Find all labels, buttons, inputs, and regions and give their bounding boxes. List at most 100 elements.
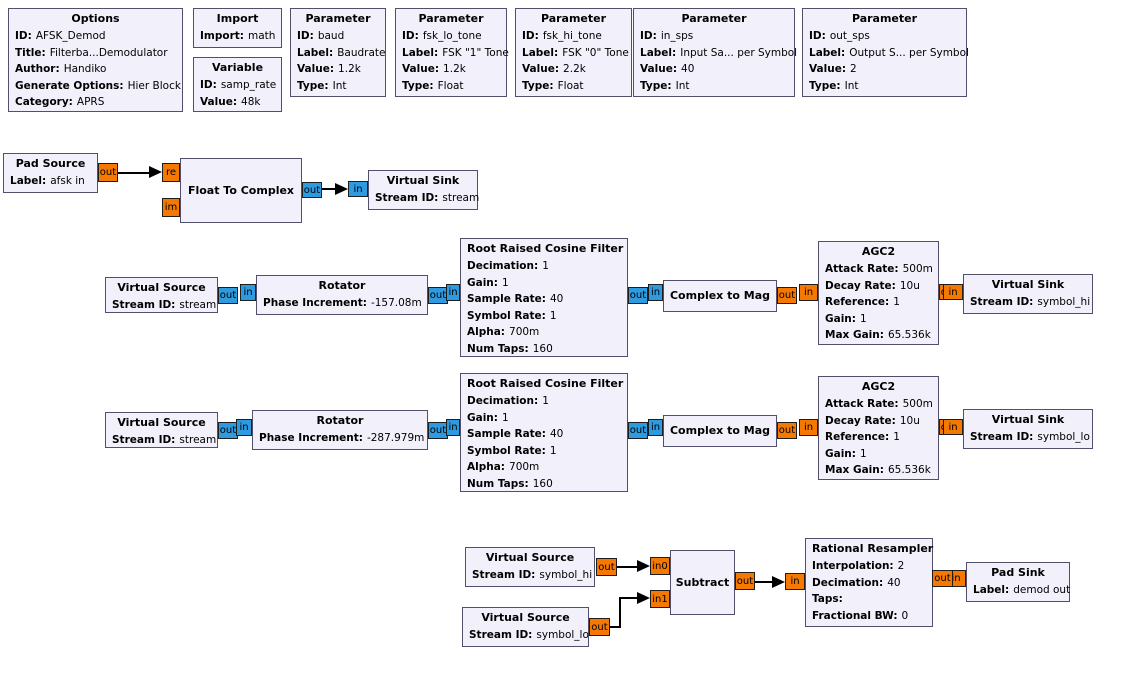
block-title: Virtual Sink	[386, 174, 460, 187]
block-complex-to-mag-1[interactable]: Complex to Mag	[663, 280, 777, 312]
connection-wire[interactable]	[118, 172, 150, 174]
port-out[interactable]: out	[628, 422, 648, 439]
port-in[interactable]: in	[348, 181, 368, 197]
param-value: 65.536k	[887, 329, 931, 341]
port-out[interactable]: out	[218, 287, 238, 304]
block-float-to-complex[interactable]: Float To Complex	[180, 158, 302, 223]
block-parameter-fsk-lo-tone[interactable]: Parameter ID:fsk_lo_tone Label:FSK "1" T…	[395, 8, 509, 97]
param-value: 1	[859, 312, 867, 325]
port-in[interactable]: in	[943, 419, 963, 435]
block-virtual-sink-symbol-hi[interactable]: Virtual Sink Stream ID:symbol_hi	[963, 274, 1093, 314]
block-pad-source[interactable]: Pad Source Label:afsk in	[3, 153, 98, 193]
param-value: 0	[901, 609, 909, 622]
port-im[interactable]: im	[162, 198, 180, 217]
param-label: Import:	[200, 30, 244, 42]
block-agc2-1[interactable]: AGC2 Attack Rate:500m Decay Rate:10u Ref…	[818, 241, 939, 345]
connection-wire[interactable]	[619, 597, 638, 599]
connection-wire[interactable]	[322, 188, 336, 190]
block-parameter-baud[interactable]: Parameter ID:baud Label:Baudrate Value:1…	[290, 8, 386, 97]
block-title: Parameter	[851, 12, 918, 25]
port-out[interactable]: out	[596, 558, 617, 576]
param-line: Import:math	[194, 28, 281, 45]
param-value: symbol_lo	[1037, 431, 1090, 443]
port-out[interactable]: out	[932, 570, 953, 587]
param-value: 1	[549, 309, 557, 322]
port-in0[interactable]: in0	[650, 557, 670, 575]
param-label: Decimation:	[812, 576, 884, 589]
port-in[interactable]: in	[799, 419, 818, 436]
param-line: Generate Options:Hier Block	[9, 78, 182, 95]
param-line: Value:1.2k	[396, 61, 506, 78]
port-in[interactable]: in	[236, 419, 252, 436]
block-complex-to-mag-2[interactable]: Complex to Mag	[663, 415, 777, 447]
block-rational-resampler[interactable]: Rational Resampler Interpolation:2 Decim…	[805, 538, 933, 627]
port-out[interactable]: out	[428, 422, 448, 439]
port-in[interactable]: in	[648, 419, 663, 436]
block-import[interactable]: Import Import:math	[193, 8, 282, 48]
param-label: Alpha:	[467, 326, 506, 338]
param-value: 2	[897, 560, 905, 572]
port-in[interactable]: in	[648, 284, 663, 301]
connection-wire[interactable]	[755, 581, 774, 583]
port-in[interactable]: in	[240, 284, 256, 301]
block-subtract[interactable]: Subtract	[670, 550, 735, 615]
port-in[interactable]: in	[446, 284, 460, 301]
block-virtual-sink-symbol-lo[interactable]: Virtual Sink Stream ID:symbol_lo	[963, 409, 1093, 449]
param-label: Stream ID:	[112, 299, 176, 311]
param-value: 40	[681, 63, 695, 75]
connection-wire[interactable]	[619, 598, 621, 628]
param-value: -287.979m	[366, 432, 425, 444]
param-line: Attack Rate:500m	[819, 396, 938, 413]
block-rotator-2[interactable]: Rotator Phase Increment:-287.979m	[252, 410, 428, 450]
param-label: Taps:	[812, 593, 843, 605]
block-pad-sink[interactable]: Pad Sink Label:demod out	[966, 562, 1070, 602]
block-virtual-source-symbol-lo[interactable]: Virtual Source Stream ID:symbol_lo	[462, 607, 589, 647]
connection-wire[interactable]	[610, 626, 621, 628]
param-label: Decimation:	[467, 395, 539, 407]
param-label: Gain:	[467, 276, 498, 289]
port-out[interactable]: out	[735, 572, 755, 590]
param-line: Gain:1	[461, 410, 627, 427]
connection-wire[interactable]	[617, 566, 638, 568]
block-rrc-filter-1[interactable]: Root Raised Cosine Filter Decimation:1 G…	[460, 238, 628, 357]
port-in[interactable]: in	[785, 573, 805, 590]
port-out[interactable]: out	[589, 618, 610, 636]
block-virtual-source-symbol-hi[interactable]: Virtual Source Stream ID:symbol_hi	[465, 547, 595, 587]
port-out[interactable]: out	[628, 287, 648, 304]
block-options[interactable]: Options ID:AFSK_Demod Title:Filterba...D…	[8, 8, 183, 112]
param-label: Num Taps:	[467, 477, 529, 490]
block-virtual-sink-stream[interactable]: Virtual Sink Stream ID:stream	[368, 170, 479, 210]
param-value: symbol_hi	[539, 569, 593, 581]
block-variable[interactable]: Variable ID:samp_rate Value:48k	[193, 57, 282, 112]
param-value: 2.2k	[563, 63, 586, 75]
param-value: 1	[542, 395, 549, 407]
port-in1[interactable]: in1	[650, 590, 670, 608]
param-line: Alpha:700m	[461, 459, 627, 476]
block-title: AGC2	[861, 380, 896, 393]
block-parameter-in-sps[interactable]: Parameter ID:in_sps Label:Input Sa... pe…	[633, 8, 797, 97]
param-value: 10u	[899, 414, 920, 427]
param-line: Label:FSK "0" Tone	[516, 45, 631, 62]
port-in[interactable]: in	[799, 284, 818, 301]
port-out[interactable]: out	[777, 287, 797, 304]
block-agc2-2[interactable]: AGC2 Attack Rate:500m Decay Rate:10u Ref…	[818, 376, 939, 480]
block-parameter-fsk-hi-tone[interactable]: Parameter ID:fsk_hi_tone Label:FSK "0" T…	[515, 8, 632, 97]
block-rrc-filter-2[interactable]: Root Raised Cosine Filter Decimation:1 G…	[460, 373, 628, 492]
block-rotator-1[interactable]: Rotator Phase Increment:-157.08m	[256, 275, 428, 315]
block-virtual-source-stream-1[interactable]: Virtual Source Stream ID:stream	[105, 277, 218, 313]
port-in[interactable]: in	[446, 419, 460, 436]
port-re[interactable]: re	[162, 163, 180, 182]
port-out[interactable]: out	[777, 422, 797, 439]
port-out[interactable]: out	[98, 163, 118, 182]
wire-arrowhead	[149, 166, 162, 178]
port-in[interactable]: in	[943, 284, 963, 300]
block-parameter-out-sps[interactable]: Parameter ID:out_sps Label:Output S... p…	[802, 8, 969, 97]
port-out[interactable]: out	[302, 182, 322, 198]
param-label: Label:	[10, 175, 47, 187]
port-out[interactable]: out	[218, 422, 238, 439]
param-line: Stream ID:stream	[369, 190, 479, 207]
port-out[interactable]: out	[428, 287, 448, 304]
param-line: ID:out_sps	[803, 28, 966, 45]
block-virtual-source-stream-2[interactable]: Virtual Source Stream ID:stream	[105, 412, 218, 448]
